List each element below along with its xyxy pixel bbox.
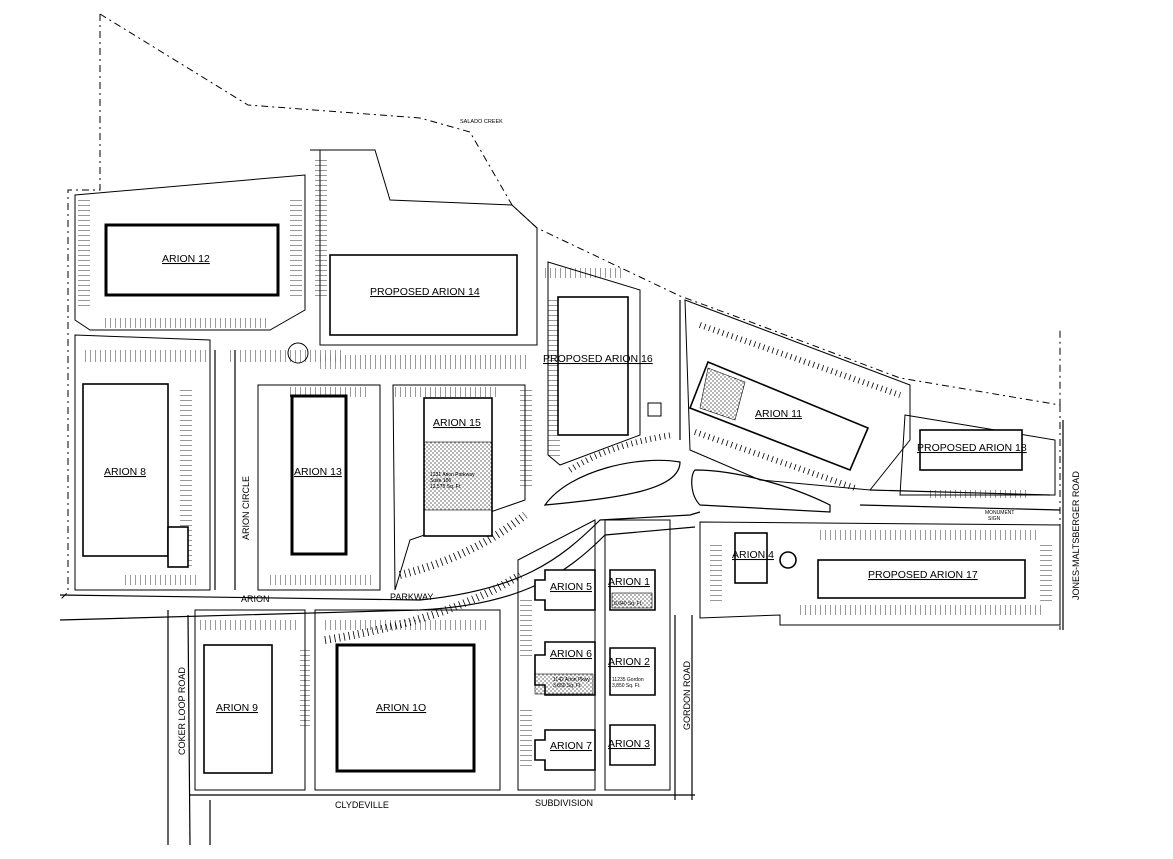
label-subdivision: SUBDIVISION <box>535 798 593 808</box>
label-arion-6: ARION 6 <box>550 648 592 660</box>
annotations: MONUMENT SIGN 1231 Arion Parkway Suite 1… <box>430 472 1014 689</box>
building-arion-7 <box>534 729 596 771</box>
label-clydeville: CLYDEVILLE <box>335 800 389 810</box>
building-proposed-arion-16 <box>557 296 629 436</box>
label-arion-road: ARION <box>241 594 270 604</box>
label-arion-10: ARION 1O <box>376 702 426 714</box>
buildings <box>82 223 1026 774</box>
suite-15-line-2: Suite 106 <box>430 478 451 484</box>
suite-15-line-3: 12,575 Sq. Ft. <box>430 484 461 490</box>
building-arion-8 <box>82 383 169 557</box>
landscape-circle <box>287 342 309 364</box>
label-proposed-arion-17: PROPOSED ARION 17 <box>868 569 978 581</box>
building-proposed-arion-18 <box>919 429 1023 471</box>
label-arion-8: ARION 8 <box>104 466 146 478</box>
building-arion-3 <box>609 724 656 766</box>
label-arion-13: ARION 13 <box>294 466 342 478</box>
label-arion-7: ARION 7 <box>550 740 592 752</box>
building-arion-5 <box>534 569 596 611</box>
suite-15-line-1: 1231 Arion Parkway <box>430 472 475 478</box>
suite-6-line-1: 1142 Arion Pkwy <box>553 677 590 683</box>
label-gordon-road: GORDON ROAD <box>682 660 692 730</box>
label-jones-maltsberger-road: JONES-MALTSBERGER ROAD <box>1071 471 1081 600</box>
road-labels: ARION CIRCLE ARION PARKWAY COKER LOOP RO… <box>177 471 1081 810</box>
suite-2-line-1: 11235 Gordon <box>612 677 644 683</box>
building-arion-10 <box>335 643 476 773</box>
label-arion-5: ARION 5 <box>550 581 592 593</box>
label-arion-12: ARION 12 <box>162 253 210 265</box>
suite-2-line-2: 3,850 Sq. Ft. <box>612 683 641 689</box>
creek-label: SALADO CREEK <box>460 119 503 125</box>
road-network <box>59 300 1064 846</box>
building-arion-13 <box>290 394 348 556</box>
building-proposed-arion-17 <box>817 559 1026 599</box>
utility-pad <box>647 402 662 417</box>
building-arion-4 <box>734 532 768 584</box>
label-coker-loop-road: COKER LOOP ROAD <box>177 667 187 755</box>
label-arion-9: ARION 9 <box>216 702 258 714</box>
label-arion-circle: ARION CIRCLE <box>241 476 251 540</box>
parking-stalls <box>78 160 1052 770</box>
label-arion-15: ARION 15 <box>433 417 481 429</box>
monument-sign-label-1: MONUMENT <box>985 510 1014 516</box>
label-arion-2: ARION 2 <box>608 656 650 668</box>
building-labels: ARION 12 PROPOSED ARION 14 PROPOSED ARIO… <box>104 253 1027 752</box>
label-proposed-arion-18: PROPOSED ARION 18 <box>917 442 1027 454</box>
label-arion-11: ARION 11 <box>755 408 802 420</box>
suite-6-line-2: 3,850 Sq. Ft. <box>553 683 582 689</box>
label-proposed-arion-14: PROPOSED ARION 14 <box>370 286 480 298</box>
monument-sign-label-2: SIGN <box>988 516 1001 522</box>
suite-1-area: 8,040 Sq. Ft. <box>614 601 643 607</box>
building-arion-9 <box>203 644 273 774</box>
parking-lots <box>74 149 1061 791</box>
label-arion-1: ARION 1 <box>608 576 650 588</box>
label-parkway: PARKWAY <box>390 592 433 602</box>
label-arion-4: ARION 4 <box>732 549 774 561</box>
label-proposed-arion-16: PROPOSED ARION 16 <box>543 353 653 365</box>
label-arion-3: ARION 3 <box>608 738 650 750</box>
building-arion-2 <box>609 647 656 696</box>
building-arion-12 <box>104 223 280 297</box>
building-proposed-arion-14 <box>329 254 518 336</box>
